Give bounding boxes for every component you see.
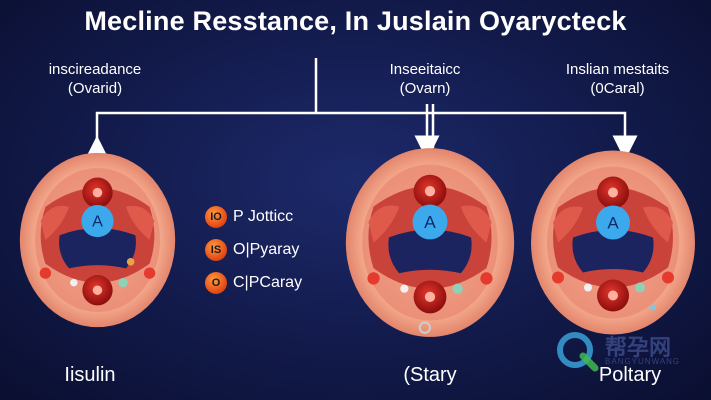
bottom-label-right: Poltary [598, 364, 662, 386]
bottom-label-middle: (Stary [403, 364, 457, 386]
center-marker [412, 204, 448, 240]
organ-cross-section-middle: A [345, 148, 515, 337]
header-middle: Inseeitaicc (Ovarn) [350, 60, 500, 98]
legend-badge-icon: O [205, 272, 227, 294]
header-right: Inslian mestaits (0Caral) [535, 60, 700, 98]
center-marker [81, 204, 114, 238]
watermark-text: 帮孕网 [605, 335, 672, 360]
legend: IO P Jotticc IS O|Pyaray O C|PCaray [205, 205, 302, 304]
header-left: inscireadance (Ovarid) [20, 60, 170, 98]
header-right-line2: (0Caral) [590, 80, 645, 97]
center-marker [596, 205, 630, 240]
center-letter: A [424, 212, 436, 232]
center-letter: A [607, 214, 619, 233]
header-right-line1: Inslian mestaits [565, 61, 670, 78]
header-middle-line1: Inseeitaicc [389, 61, 461, 78]
diagram-title: Mecline Resstance, In Juslain Oyarycteck [84, 6, 627, 36]
legend-label: P Jotticc [233, 208, 294, 225]
header-left-line1: inscireadance [48, 61, 142, 78]
legend-label: O|Pyaray [233, 241, 300, 258]
legend-item: IS O|Pyaray [205, 238, 302, 262]
center-letter: A [92, 213, 103, 231]
watermark-subtext: BANGYUNWANG [605, 357, 681, 366]
organ-cross-section-left: A [19, 152, 176, 328]
legend-badge-icon: IO [205, 206, 227, 228]
organ-cross-section-right: A [531, 150, 695, 335]
legend-item: IO P Jotticc [205, 205, 302, 229]
header-middle-line2: (Ovarn) [399, 80, 451, 97]
bottom-label-left: Iisulin [64, 364, 116, 386]
legend-label: C|PCaray [233, 274, 303, 291]
header-left-line2: (Ovarid) [67, 80, 123, 97]
connector-bar [84, 111, 638, 161]
watermark: 帮孕网 BANGYUNWANG [555, 330, 705, 372]
watermark-logo-icon [557, 332, 599, 372]
legend-badge-icon: IS [205, 239, 227, 261]
legend-item: O C|PCaray [205, 271, 302, 295]
